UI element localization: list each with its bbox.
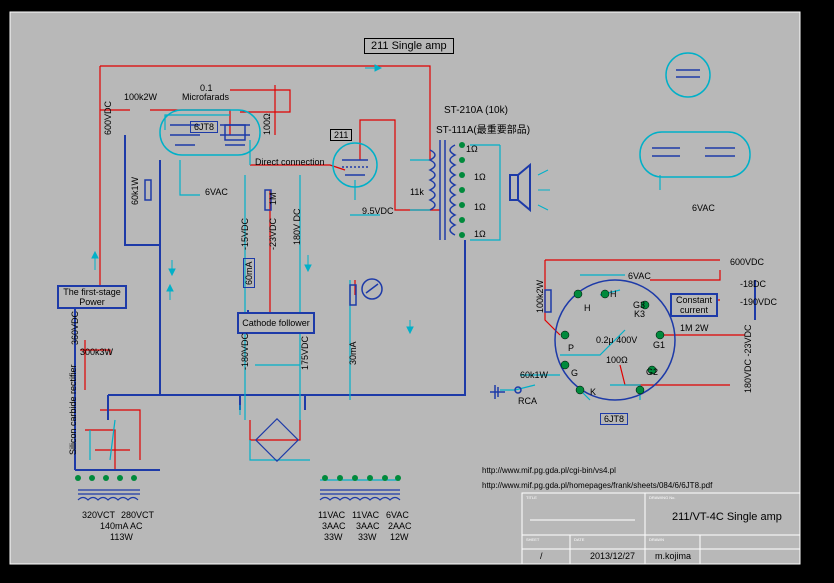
label-neg23: -23VDC (268, 217, 278, 250)
label-st210a: ST-210A (10k) (444, 105, 508, 116)
label-60k1w-b: 60k1W (520, 370, 549, 380)
label-tube-211: 211 (330, 129, 353, 141)
label-60k: 60k1W (130, 176, 140, 205)
label-cap01: 0.1 (200, 83, 213, 93)
transformer-terminals (75, 475, 401, 481)
label-18dc: -18DC (740, 279, 767, 289)
label-6vac-c: 6VAC (692, 203, 715, 213)
label-360vdc: 360VDC (70, 310, 80, 345)
label-1ohm-a: 1Ω (466, 144, 478, 154)
pin-h1: H (584, 303, 591, 313)
label-neg15: -15VDC (240, 217, 250, 250)
tb-drawing-title: 211/VT-4C Single amp (672, 511, 782, 523)
label-175vdc: 175VDC (300, 335, 310, 370)
tb-sheet-value: / (540, 551, 543, 561)
label-60ma: 60mA (243, 258, 255, 288)
label-180vdc-neg23: 180VDC -23VDC (743, 324, 753, 393)
label-r100k: 100k2W (124, 92, 158, 102)
output-transformer (428, 140, 457, 240)
socket-pins (560, 289, 665, 395)
tr-3aac-a: 3AAC (322, 521, 346, 531)
socket-6jt8 (554, 279, 676, 401)
label-11k: 11k (410, 187, 424, 197)
label-1m: 1M (268, 192, 278, 205)
power-transformer (77, 489, 401, 501)
label-microfarads: Microfarads (182, 92, 230, 102)
label-st111a: ST-111A(最重要部品) (436, 125, 531, 136)
tr-280vct: 280VCT (121, 510, 155, 520)
tb-drawn-value: m.kojima (655, 551, 692, 561)
resistors (144, 179, 552, 313)
transformer-taps (459, 142, 465, 238)
pin-g: G (571, 368, 579, 378)
label-600vdc-b: 600VDC (730, 257, 765, 267)
tr-140ma: 140mA AC (100, 521, 143, 531)
label-silicon-rectifier: Silicon carbide rectifier (68, 364, 78, 455)
pin-g3: G3 (633, 300, 646, 310)
label-100ohm-b: 100Ω (606, 355, 628, 365)
pin-k: K (590, 387, 597, 397)
reference-url-2: http://www.mif.pg.gda.pl/homepages/frank… (482, 481, 713, 490)
label-9-5vdc: 9.5VDC (362, 206, 394, 216)
tr-113w: 113W (110, 532, 133, 542)
label-600vdc: 600VDC (103, 100, 113, 135)
label-300k: 300k3W (80, 347, 114, 357)
label-1ohm-d: 1Ω (474, 229, 486, 239)
tb-drawing-header: DRAWING No. (649, 495, 676, 500)
label-1ohm-c: 1Ω (474, 202, 486, 212)
speaker-icon (509, 162, 550, 213)
title-block (521, 492, 801, 565)
tr-2aac: 2AAC (388, 521, 412, 531)
first-stage-power-box: The first-stage Power (57, 285, 127, 309)
label-190vdc: -190VDC (740, 297, 778, 307)
pin-g1: G1 (653, 340, 666, 350)
tr-320vct: 320VCT (82, 510, 116, 520)
label-cap02: 0.2μ 400V (596, 335, 638, 345)
diagram-title: 211 Single amp (364, 38, 454, 54)
label-180dc: 180V DC (292, 208, 302, 245)
pin-h2: H (610, 289, 617, 299)
tr-12w: 12W (390, 532, 409, 542)
pin-g2: G2 (646, 367, 659, 377)
label-neg180: -180VDC (240, 332, 250, 370)
tb-drawn-header: DRAWN (649, 537, 664, 542)
label-30ma: 30mA (348, 341, 358, 365)
pin-k3: K3 (634, 309, 646, 319)
constant-current-box: Constant current (670, 293, 718, 317)
cathode-follower-box: Cathode follower (237, 312, 315, 334)
tube-6jt8-symbol (159, 109, 261, 156)
tb-title-header: TITLE (526, 495, 537, 500)
label-6vac-b: 6VAC (628, 271, 651, 281)
tube-211-symbol (332, 142, 378, 188)
bridge-rectifier-icon (254, 417, 300, 463)
label-rca: RCA (518, 396, 538, 406)
tr-11vac-b: 11VAC (352, 510, 380, 520)
current-arrows (91, 64, 414, 420)
label-100k2w-b: 100k2W (535, 279, 545, 313)
tube-reference-small (665, 52, 711, 98)
tube-reference-dual (639, 131, 751, 178)
tb-date-value: 2013/12/27 (590, 551, 636, 561)
tr-33w-a: 33W (324, 532, 343, 542)
label-direct-connection: Direct connection (255, 157, 325, 167)
tb-date-header: DATE (574, 537, 585, 542)
blue-wires (74, 135, 756, 471)
tb-sheet-header: SHEET (526, 537, 540, 542)
tr-11vac-a: 11VAC (318, 510, 346, 520)
tr-3aac-b: 3AAC (356, 521, 380, 531)
tr-6vac: 6VAC (386, 510, 409, 520)
label-1ohm-b: 1Ω (474, 172, 486, 182)
rca-jack-icon (490, 385, 522, 399)
meter-icon (361, 278, 383, 300)
label-1m2w: 1M 2W (680, 323, 709, 333)
label-6vac-a: 6VAC (205, 187, 228, 197)
label-r100ohm: 100Ω (262, 113, 272, 135)
label-tube-6jt8: 6JT8 (190, 121, 219, 133)
tr-33w-b: 33W (358, 532, 377, 542)
label-tube-6jt8-b: 6JT8 (600, 413, 629, 425)
pin-p: P (568, 343, 575, 353)
reference-url-1: http://www.mif.pg.gda.pl/cgi-bin/vs4.pl (482, 466, 616, 475)
